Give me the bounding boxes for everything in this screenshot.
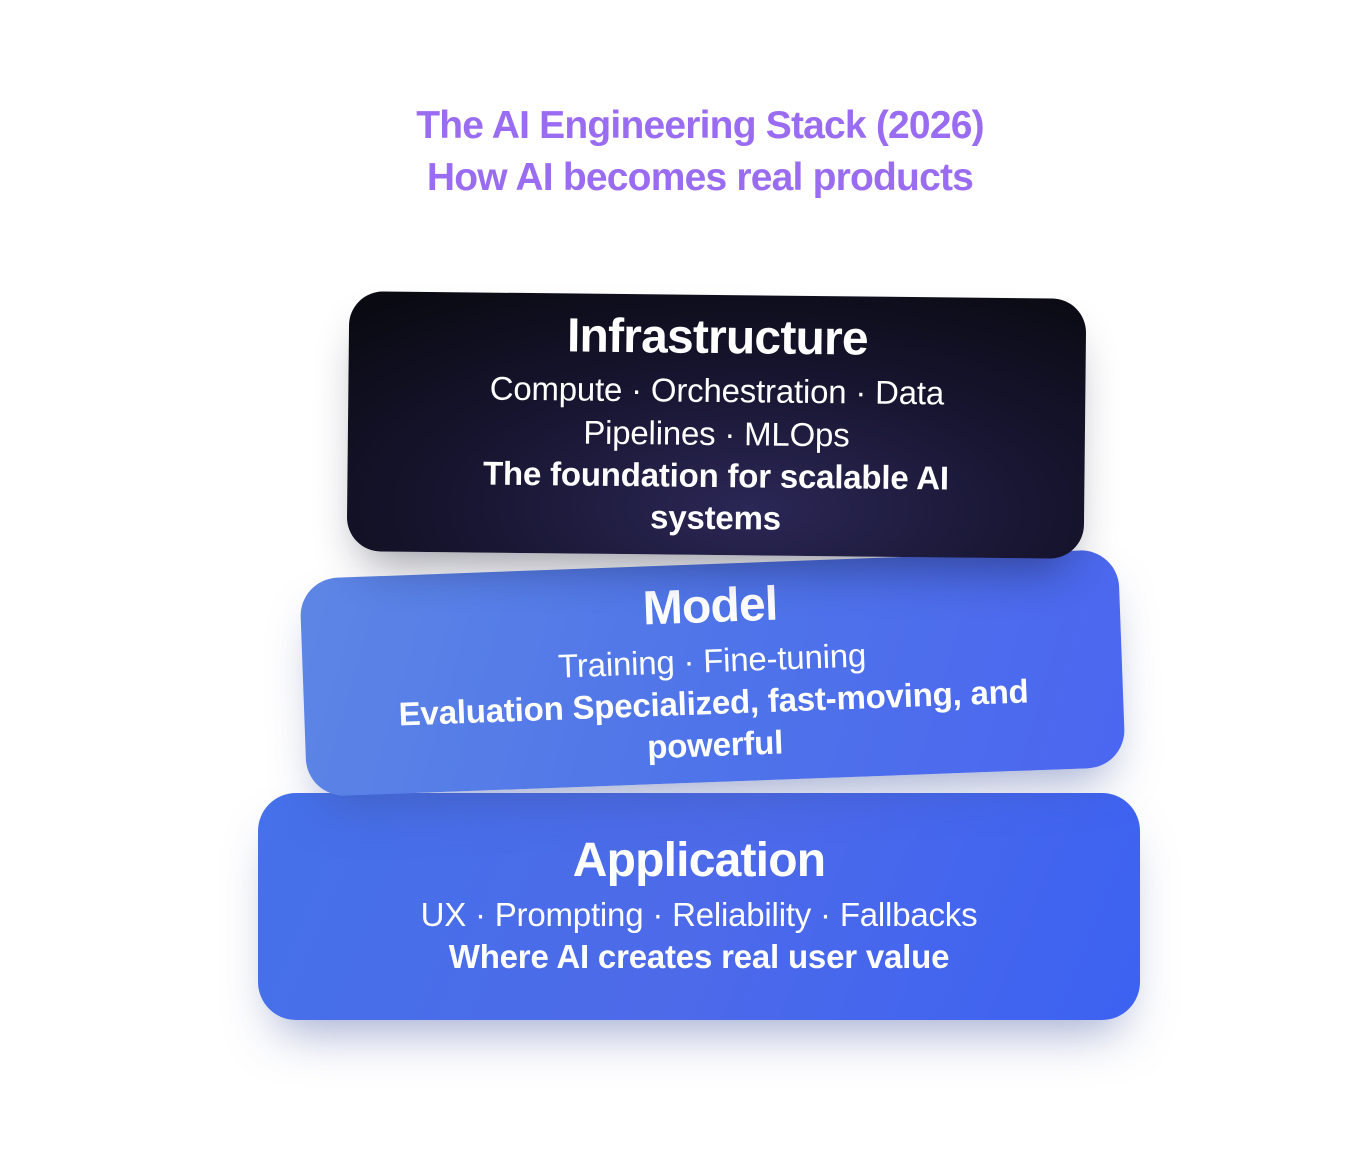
layer-model-tagline: Evaluation Specialized, fast-moving, and… <box>398 672 1030 766</box>
layer-application-heading: Application <box>572 834 826 888</box>
title-line-2: How AI becomes real products <box>426 155 974 199</box>
title-line-1: The AI Engineering Stack (2026) <box>416 104 984 147</box>
layer-application-components: UX · Prompting · Reliability · Fallbacks <box>420 896 978 934</box>
layer-infrastructure-heading: Infrastructure <box>566 309 869 366</box>
layer-model-heading: Model <box>641 577 779 636</box>
layer-infrastructure-tagline: The foundation for scalable AI systems <box>482 454 950 537</box>
layer-infrastructure-components: Compute · Orchestration · Data Pipelines… <box>489 370 945 454</box>
stack-layer-model: Model Training · Fine-tuning Evaluation … <box>299 549 1126 797</box>
layer-application-tagline: Where AI creates real user value <box>448 938 950 976</box>
stack-layer-infrastructure: Infrastructure Compute · Orchestration ·… <box>346 291 1087 559</box>
stack-layer-application: Application UX · Prompting · Reliability… <box>258 793 1140 1020</box>
page-title: The AI Engineering Stack (2026) How AI b… <box>19 100 1362 204</box>
